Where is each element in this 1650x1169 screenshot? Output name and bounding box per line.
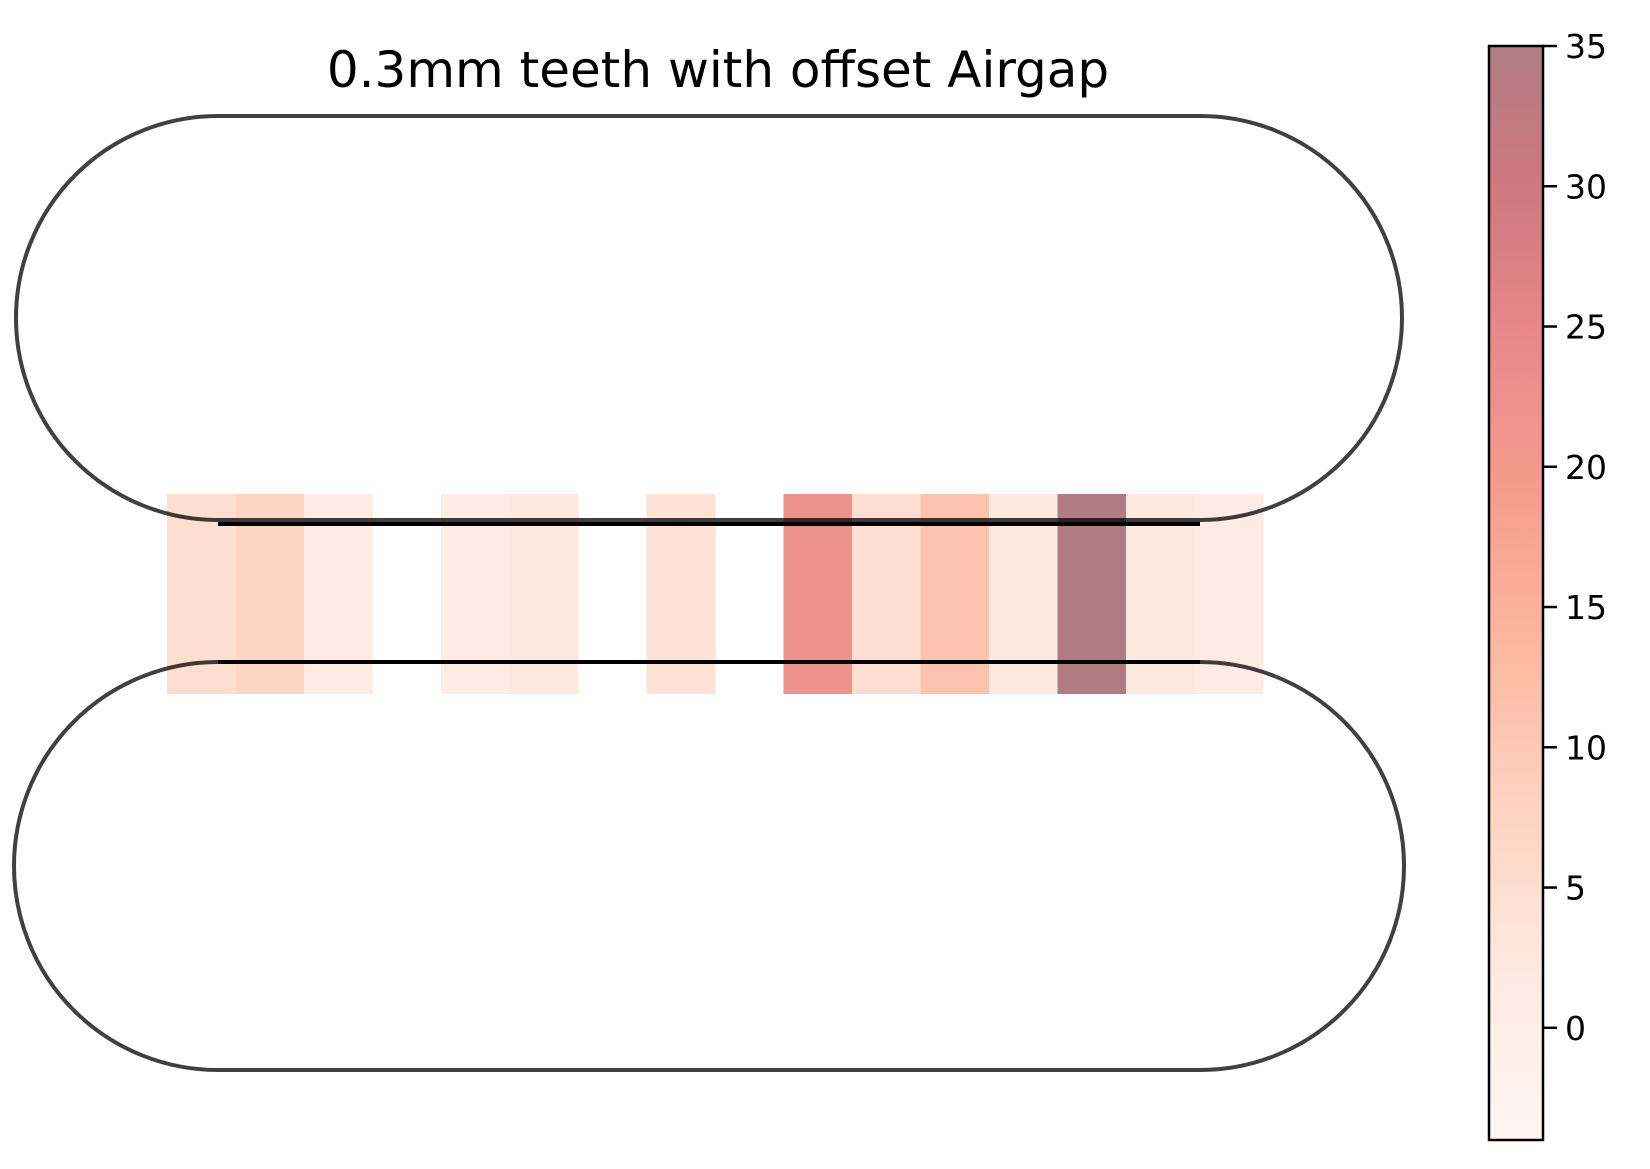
colorbar: 35 30 25 20 15 10 5 0 [1487, 27, 1607, 1142]
colorbar-tick-label: 5 [1565, 869, 1586, 908]
colorbar-tick-label: 10 [1565, 728, 1607, 767]
colorbar-tick-label: 15 [1565, 588, 1607, 627]
colorbar-gradient [1489, 46, 1543, 1140]
colorbar-tick-label: 25 [1565, 308, 1607, 347]
colorbar-frame [1487, 44, 1545, 1142]
lower-track-outline [12, 660, 1406, 1072]
colorbar-tick-label: 20 [1565, 448, 1607, 487]
upper-track-outline [14, 114, 1404, 522]
chart-title: 0.3mm teeth with offset Airgap [327, 41, 1109, 99]
colorbar-tick-label: 30 [1565, 167, 1607, 206]
colorbar-tick-label: 35 [1565, 27, 1607, 66]
track-outlines [12, 114, 1406, 1072]
colorbar-tick-label: 0 [1565, 1009, 1586, 1048]
colorbar-ticks: 35 30 25 20 15 10 5 0 [1543, 27, 1607, 1048]
